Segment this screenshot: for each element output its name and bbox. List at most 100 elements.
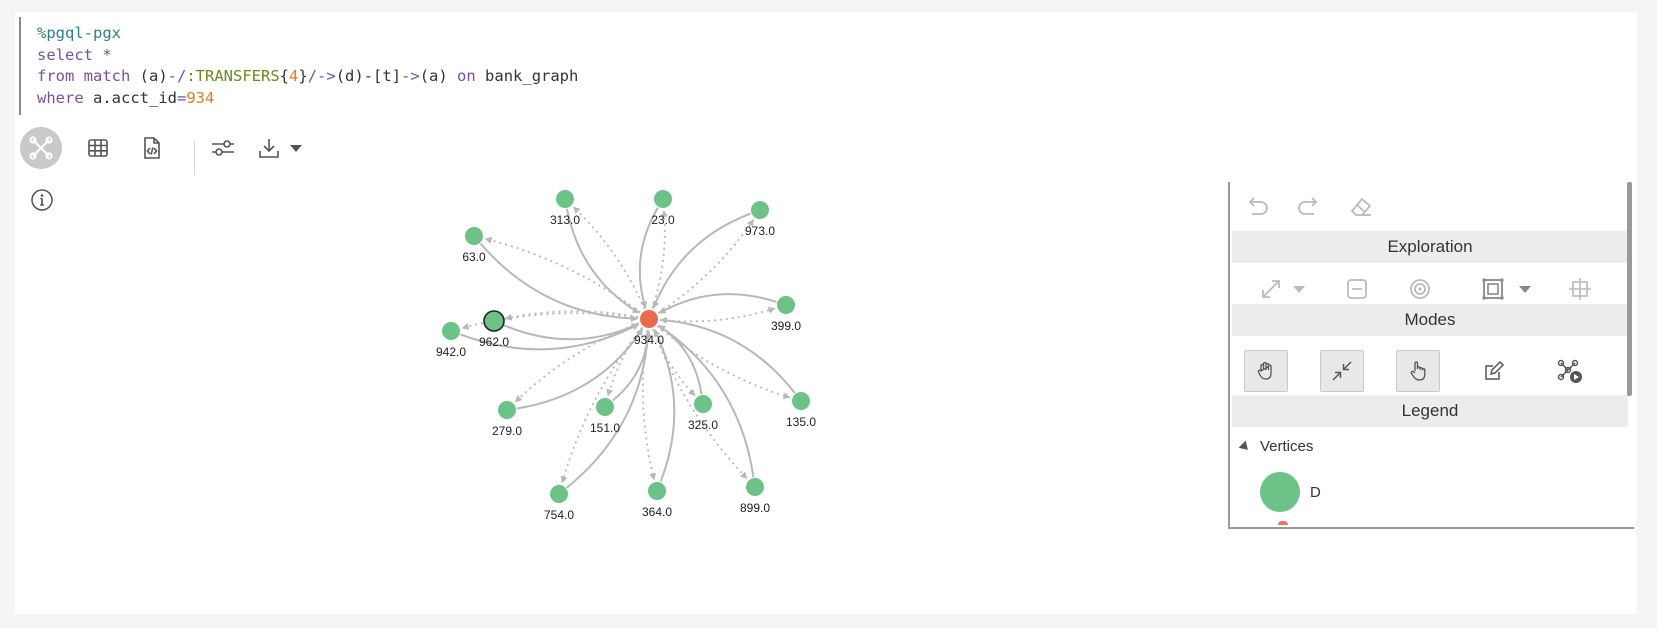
hand-grab-mode-button[interactable] (1244, 350, 1288, 392)
graph-vertex[interactable]: 899.0 (740, 478, 770, 515)
transfer-edge[interactable] (652, 212, 752, 309)
graph-vertex[interactable]: 325.0 (688, 395, 718, 432)
graph-view-icon (29, 136, 53, 160)
transfer-edge[interactable] (659, 316, 796, 394)
info-button[interactable] (30, 188, 54, 212)
graph-play-mode-button[interactable] (1548, 350, 1592, 392)
download-button[interactable] (251, 127, 309, 169)
path-edge[interactable] (656, 325, 791, 400)
transfer-edge[interactable] (479, 242, 639, 322)
panel-scrollbar[interactable] (1627, 182, 1632, 396)
legend-item[interactable]: D (1260, 472, 1321, 512)
chevron-down-icon[interactable] (1292, 276, 1306, 302)
table-view-icon (88, 139, 108, 157)
code-token: /-> (307, 67, 336, 85)
graph-vertex[interactable]: 135.0 (786, 392, 816, 429)
transfer-edge[interactable] (460, 323, 640, 351)
legend-group-label: Vertices (1260, 438, 1314, 455)
vertex-label: 942.0 (436, 345, 466, 359)
graph-vertex[interactable]: 313.0 (550, 190, 580, 227)
vertex-label: 325.0 (688, 418, 718, 432)
graph-play-icon (1557, 359, 1582, 383)
vertex-circle[interactable] (556, 190, 574, 208)
eraser-icon[interactable] (1348, 194, 1374, 220)
code-token: :TRANSFERS (186, 67, 280, 85)
undo-icon[interactable] (1244, 194, 1270, 220)
code-token: 4 (289, 67, 299, 85)
redo-icon[interactable] (1296, 194, 1322, 220)
pointer-mode-button[interactable] (1396, 350, 1440, 392)
code-view-button[interactable] (131, 127, 173, 169)
path-edge[interactable] (657, 219, 754, 314)
graph-vertex[interactable]: 934.0 (634, 310, 664, 347)
vertex-circle[interactable] (596, 398, 614, 416)
vertex-circle[interactable] (694, 395, 712, 413)
path-edge[interactable] (652, 328, 748, 480)
graph-vertex[interactable]: 279.0 (492, 401, 522, 438)
hand-grab-icon (1257, 361, 1272, 380)
modes-header: Modes (1232, 304, 1628, 336)
table-view-button[interactable] (77, 127, 119, 169)
legend-vertices-group[interactable]: Vertices (1238, 438, 1314, 455)
group-icon[interactable] (1480, 276, 1506, 302)
code-token: match (83, 67, 140, 85)
fit-mode-button[interactable] (1320, 350, 1364, 392)
vertex-circle[interactable] (465, 227, 483, 245)
graph-vertex[interactable]: 151.0 (590, 398, 620, 435)
code-token: -[t] (363, 67, 402, 85)
settings-button[interactable] (202, 127, 244, 169)
path-edge[interactable] (651, 209, 668, 309)
vertex-circle[interactable] (648, 482, 666, 500)
vertex-label: 399.0 (771, 319, 801, 333)
vertex-circle[interactable] (751, 201, 769, 219)
vertex-circle[interactable] (792, 392, 810, 410)
graph-vertex[interactable]: 942.0 (436, 322, 466, 359)
expand-icon[interactable] (1258, 276, 1284, 302)
graph-controls-panel: Exploration (1228, 182, 1634, 529)
chevron-down-icon[interactable] (1518, 276, 1532, 302)
code-token: on (457, 67, 486, 85)
vertex-circle[interactable] (483, 310, 505, 332)
vertex-circle[interactable] (640, 310, 658, 328)
edit-mode-button[interactable] (1472, 350, 1516, 392)
transfer-edge[interactable] (566, 329, 652, 489)
graph-vertex[interactable]: 23.0 (651, 190, 675, 227)
focus-target-icon[interactable] (1407, 276, 1433, 302)
path-edge[interactable] (659, 306, 776, 323)
transfer-edge[interactable] (658, 324, 703, 395)
drop-icon[interactable] (1567, 276, 1593, 302)
graph-view-button[interactable] (20, 127, 62, 169)
transfer-edge[interactable] (653, 328, 676, 483)
graph-vertex[interactable]: 754.0 (544, 485, 574, 522)
graph-vertex[interactable]: 63.0 (462, 227, 486, 264)
path-edge[interactable] (641, 329, 657, 481)
graph-vertex[interactable]: 962.0 (479, 310, 509, 349)
graph-vertex[interactable]: 973.0 (745, 201, 775, 238)
vertex-circle[interactable] (746, 478, 764, 496)
code-token: = (177, 88, 187, 107)
vertex-circle[interactable] (498, 401, 516, 419)
transfer-edge[interactable] (638, 207, 659, 309)
path-edge[interactable] (504, 310, 639, 321)
graph-canvas[interactable]: 313.0 23.0 973.0 63.0 399.0 962.0 942.0 279.0 15… (0, 0, 1200, 628)
legend-next-swatch (1278, 521, 1288, 525)
code-file-icon (144, 137, 160, 159)
path-edge[interactable] (484, 236, 641, 314)
chevron-down-icon (290, 145, 302, 152)
graph-vertex[interactable]: 364.0 (642, 482, 672, 519)
collapse-triangle-icon[interactable] (1238, 440, 1252, 453)
collapse-icon[interactable] (1344, 276, 1370, 302)
transfer-edge[interactable] (658, 293, 777, 314)
path-edge[interactable] (514, 322, 640, 403)
vertex-circle[interactable] (654, 190, 672, 208)
graph-vertex[interactable]: 399.0 (771, 296, 801, 333)
info-icon (31, 189, 53, 211)
transfer-edge[interactable] (502, 323, 639, 341)
transfer-edge[interactable] (565, 208, 640, 314)
transfer-edge[interactable] (658, 324, 755, 478)
vertex-circle[interactable] (777, 296, 795, 314)
transfer-edge[interactable] (516, 328, 644, 410)
vertex-circle[interactable] (442, 322, 460, 340)
vertex-circle[interactable] (550, 485, 568, 503)
